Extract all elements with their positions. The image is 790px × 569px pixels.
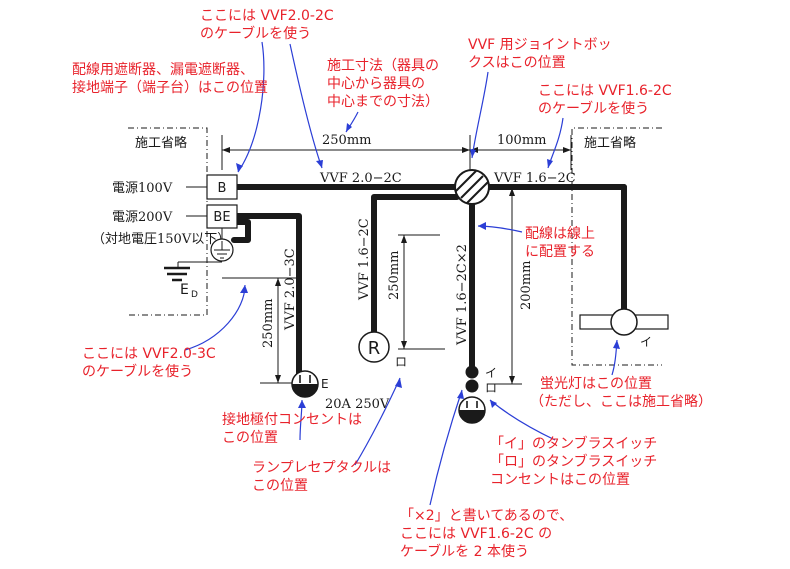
wires <box>177 184 627 377</box>
receptacle-ro-label: ロ <box>395 355 407 369</box>
dim-250-mid-label: 250mm <box>387 251 402 300</box>
lamp-i-label: イ <box>640 335 652 349</box>
outlet-e-label: E <box>321 377 329 391</box>
cable-mid-vertical: VVF 1.6−2C×2 <box>455 244 470 346</box>
lamp-receptacle-icon: R <box>358 331 390 363</box>
source-100v: 電源100V <box>112 181 173 196</box>
omit-frame-right <box>571 127 662 366</box>
omit-label-right: 施工省略 <box>584 135 636 151</box>
earth-label: E <box>180 282 189 298</box>
ground-terminal-icon <box>210 238 234 262</box>
svg-text:R: R <box>368 338 381 359</box>
cable-top-left: VVF 2.0−2C <box>319 171 402 186</box>
note-junction-box: VVF 用ジョイントボッ クスはこの位置 <box>468 37 616 71</box>
note-breaker: 配線用遮断器、漏電遮断器、 接地端子（端子台）はこの位置 <box>72 62 268 96</box>
leader-lines <box>184 41 620 506</box>
note-outlet: 接地極付コンセントは この位置 <box>222 411 366 446</box>
switch-i-icon <box>465 365 479 379</box>
omit-label-left: 施工省略 <box>135 135 187 151</box>
fluorescent-lamp-icon <box>579 308 669 336</box>
note-right-cable: ここには VVF1.6-2C のケーブルを使う <box>538 83 676 117</box>
note-left-cable: ここには VVF2.0-3C のケーブルを使う <box>82 346 220 380</box>
dim-200-label: 200mm <box>519 261 534 310</box>
note-dimension: 施工寸法（器具の 中心から器具の 中心までの寸法） <box>327 58 443 110</box>
dim-250-left-label: 250mm <box>261 299 276 348</box>
dim-100-label: 100mm <box>497 133 546 148</box>
earth-label-sub: D <box>191 290 198 300</box>
grounded-outlet-icon <box>291 370 319 398</box>
note-fluorescent: 蛍光灯はこの位置 （ただし、ここは施工省略） <box>530 376 712 410</box>
cable-left-vertical: VVF 1.6−2C <box>357 218 372 301</box>
note-x2: 「×2」と書いてあるので、 ここには VVF1.6-2C の ケーブルを 2 本… <box>400 508 578 560</box>
breaker-be: BE <box>206 204 238 229</box>
cable-outlet: VVF 2.0−3C <box>283 248 298 331</box>
note-receptacle: ランプレセプタクルは この位置 <box>252 460 396 494</box>
note-top-left-cable: ここには VVF2.0-2C のケーブルを使う <box>200 8 338 42</box>
svg-text:BE: BE <box>213 210 230 225</box>
switch-i-label: イ <box>485 366 497 380</box>
dim-250-label: 250mm <box>322 133 371 148</box>
junction-box-icon <box>454 169 490 205</box>
ground-voltage-note: （対地電圧150V以下） <box>92 232 230 247</box>
svg-text:B: B <box>218 181 227 196</box>
cable-top-right: VVF 1.6−2C <box>493 171 576 186</box>
note-switches: 「イ」のタンブラスイッチ 「ロ」のタンブラスイッチ コンセントはこの位置 <box>490 435 662 488</box>
switch-ro-icon <box>465 379 479 393</box>
source-200v: 電源200V <box>112 210 173 225</box>
outlet-icon <box>458 396 486 424</box>
earth-symbol-icon <box>164 266 190 282</box>
switch-ro-label: ロ <box>485 381 497 395</box>
outlet-rating: 20A 250V <box>325 397 390 412</box>
note-wiring: 配線は線上 に配置する <box>525 226 599 260</box>
breaker-b: B <box>206 174 238 200</box>
